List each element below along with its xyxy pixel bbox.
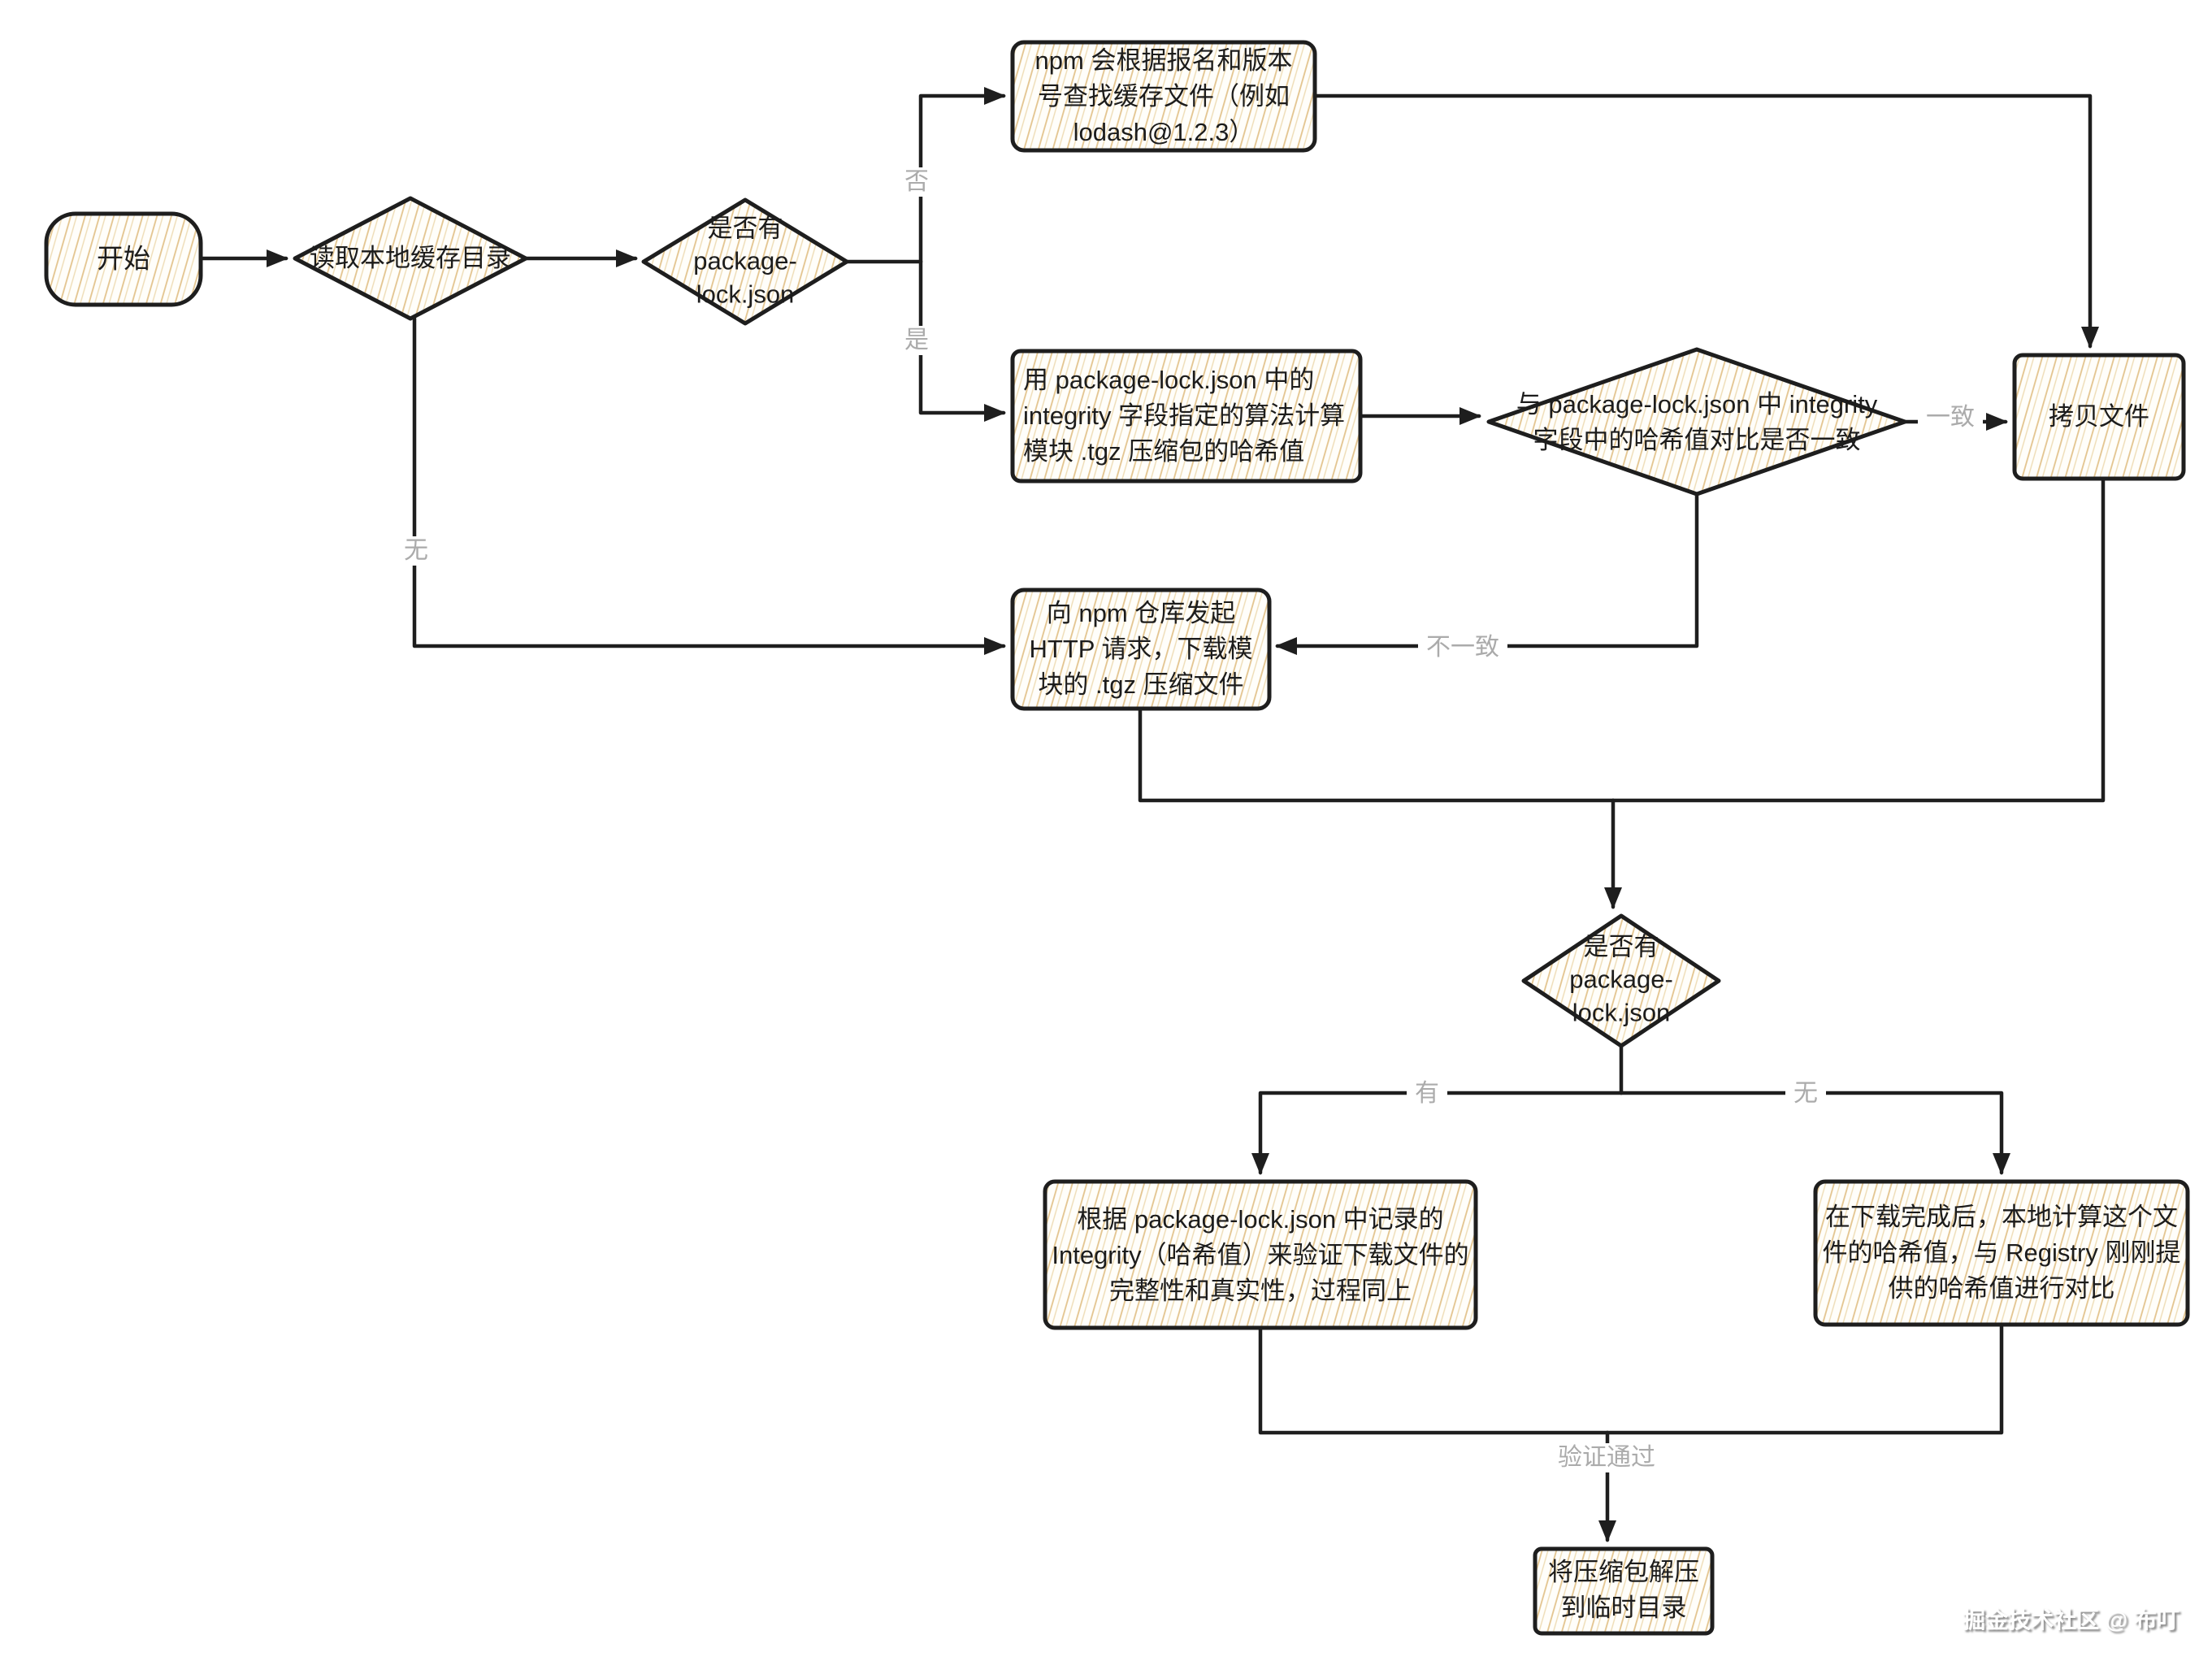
- start-node-label: 开始: [97, 243, 150, 274]
- verify-with-registry-node-shape: [1813, 1179, 2190, 1327]
- edge-label-verified: 验证通过: [1550, 1443, 1663, 1472]
- copy-file-label: 拷贝文件: [2049, 401, 2149, 431]
- verify-with-lock-node-shape: [1043, 1179, 1478, 1330]
- edge-http-download-to-merge: [1138, 706, 1616, 803]
- http-download-node-shape: [1010, 588, 1272, 711]
- has-package-lock-2-decision-shape: [1521, 913, 1721, 1048]
- edge-verify-registry-to-merge2: [1605, 1322, 2004, 1435]
- compare-hash-decision-shape: [1486, 347, 1907, 497]
- edge-label-none: 无: [396, 536, 436, 566]
- edge-label-yes: 是: [896, 326, 937, 355]
- edge-none-to-http-download: [412, 316, 1006, 655]
- npm-find-cache-label: npm 会根据报名和版本 号查找缓存文件（例如 lodash@1.2.3）: [1034, 46, 1293, 147]
- calc-hash-node-shape: [1010, 349, 1363, 484]
- edge-verify-lock-to-merge2: [1258, 1325, 1610, 1435]
- read-cache-decision-shape: [293, 196, 528, 321]
- extract-node-shape: [1533, 1546, 1715, 1636]
- verify-with-registry-label: 在下载完成后，本地计算这个文 件的哈希值，与 Registry 刚刚提 供的哈希…: [1822, 1202, 2181, 1303]
- calc-hash-label: 用 package-lock.json 中的 integrity 字段指定的算法…: [1023, 365, 1346, 466]
- has-package-lock-2-label: 是否有 package- lock.json: [1569, 932, 1673, 1027]
- edge-no-to-npm-find-cache: [918, 87, 1006, 264]
- edge-label-without: 无: [1785, 1079, 1826, 1108]
- edge-has-to-verify-with-lock: [1251, 1091, 1624, 1175]
- read-cache-decision-label: 读取本地缓存目录: [310, 243, 511, 272]
- edge-label-has: 有: [1407, 1079, 1447, 1108]
- extract-label: 将压缩包解压 到临时目录: [1548, 1557, 1699, 1622]
- compare-hash-decision-label: 与 package-lock.json 中 integrity 字段中的哈希值对…: [1516, 389, 1878, 454]
- edge-yes-to-calc-hash: [918, 259, 1006, 422]
- edge-label-mismatch: 不一致: [1418, 633, 1507, 662]
- start-node-shape: [44, 211, 203, 307]
- watermark-text: 掘金技术社区 @ 布叮: [1963, 1607, 2179, 1633]
- edge-npm-find-cache-to-copy-file: [1312, 93, 2099, 349]
- edge-copy-file-to-merge: [1611, 476, 2106, 803]
- http-download-label: 向 npm 仓库发起 HTTP 请求，下载模 块的 .tgz 压缩文件: [1029, 598, 1253, 700]
- edge-without-to-verify-with-registry: [1619, 1091, 2010, 1175]
- edge-label-no: 否: [896, 167, 937, 197]
- edge-mismatch-to-http-download: [1275, 492, 1699, 655]
- has-package-lock-1-label: 是否有 package- lock.json: [693, 214, 797, 309]
- npm-find-cache-node-shape: [1010, 40, 1317, 153]
- verify-with-lock-label: 根据 package-lock.json 中记录的 Integrity（哈希值）…: [1052, 1204, 1469, 1306]
- copy-file-node-shape: [2012, 353, 2186, 481]
- edge-label-match: 一致: [1918, 403, 1983, 432]
- has-package-lock-1-decision-shape: [641, 197, 849, 326]
